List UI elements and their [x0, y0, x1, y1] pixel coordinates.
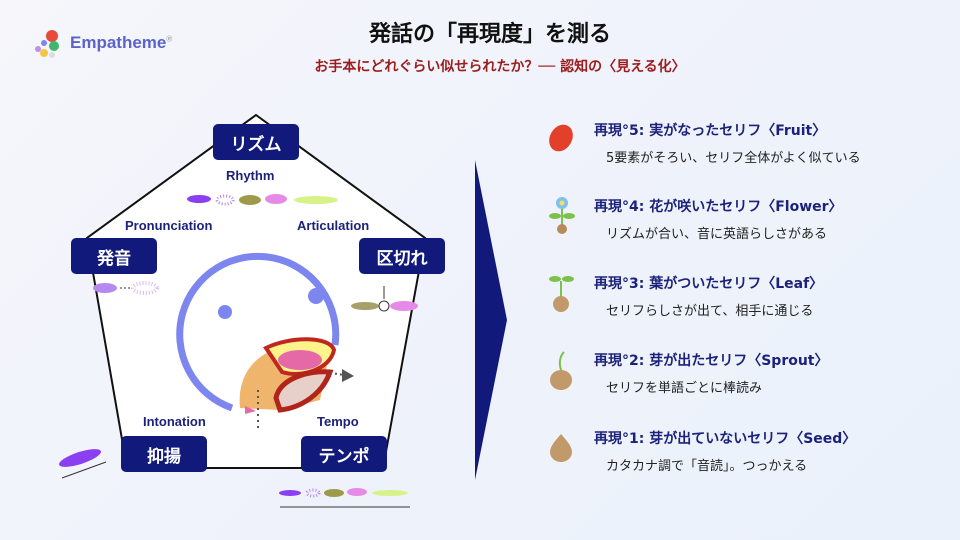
level-title: 再現°5: 実がなったセリフ〈Fruit〉 [594, 123, 827, 139]
label-tempo-en: Tempo [317, 414, 359, 429]
level-desc: セリフを単語ごとに棒読み [606, 381, 763, 396]
pentagon-outline [85, 113, 427, 469]
logo-mark-icon [35, 30, 59, 58]
big-arrow-icon [475, 160, 507, 480]
level-item-1: 再現°1: 芽が出ていないセリフ〈Seed〉カタカナ調で「音読」。つっかえる [548, 428, 856, 474]
articulation-sound-icon [351, 286, 418, 312]
label-intonation: 抑揚 [121, 436, 207, 472]
level-item-5: 再現°5: 実がなったセリフ〈Fruit〉 5要素がそろい、セリフ全体がよく似てい… [548, 120, 861, 166]
pronunciation-sound-icon [93, 281, 159, 295]
level-item-4: 再現°4: 花が咲いたセリフ〈Flower〉リズムが合い、音に英語らしさがある [548, 196, 843, 242]
page-subtitle: お手本にどれぐらい似せられたか？── 認知の〈見える化〉 [314, 59, 686, 75]
fruit-icon [549, 124, 573, 152]
level-title: 再現°4: 花が咲いたセリフ〈Flower〉 [594, 199, 843, 215]
level-desc: セリフらしさが出て、相手に通じる [606, 304, 814, 319]
flower-icon [549, 197, 575, 234]
label-pronunciation: 発音 [71, 238, 157, 274]
intonation-sound-icon [58, 449, 107, 479]
level-desc: カタカナ調で「音読」。つっかえる [606, 459, 808, 474]
label-rhythm-en: Rhythm [226, 168, 275, 183]
label-rhythm: リズム [213, 124, 299, 160]
logo-text: Empatheme® [70, 33, 173, 52]
level-item-3: 再現°3: 葉がついたセリフ〈Leaf〉セリフらしさが出て、相手に通じる [548, 273, 823, 319]
page-title: 発話の「再現度」を測る [368, 22, 611, 47]
level-title: 再現°1: 芽が出ていないセリフ〈Seed〉 [594, 431, 857, 447]
label-intonation-en: Intonation [143, 414, 206, 429]
level-desc: リズムが合い、音に英語らしさがある [606, 227, 828, 242]
tempo-sound-icon [279, 488, 410, 508]
label-tempo: テンポ [301, 436, 387, 472]
logo: Empatheme® [30, 28, 172, 58]
sprout-icon [550, 351, 572, 390]
rhythm-sound-icon [187, 194, 338, 206]
label-articulation-en: Articulation [297, 218, 370, 233]
pentagon-diagram [58, 113, 507, 508]
level-item-2: 再現°2: 芽が出たセリフ〈Sprout〉セリフを単語ごとに棒読み [548, 350, 829, 396]
head-profile-icon [176, 252, 354, 430]
seed-icon [550, 434, 572, 462]
level-desc: 5要素がそろい、セリフ全体がよく似ている [606, 151, 861, 166]
label-pronunciation-en: Pronunciation [125, 218, 213, 233]
level-title: 再現°2: 芽が出たセリフ〈Sprout〉 [594, 353, 829, 369]
label-articulation: 区切れ [359, 238, 445, 274]
level-title: 再現°3: 葉がついたセリフ〈Leaf〉 [594, 276, 824, 292]
leaf-icon [549, 276, 574, 312]
